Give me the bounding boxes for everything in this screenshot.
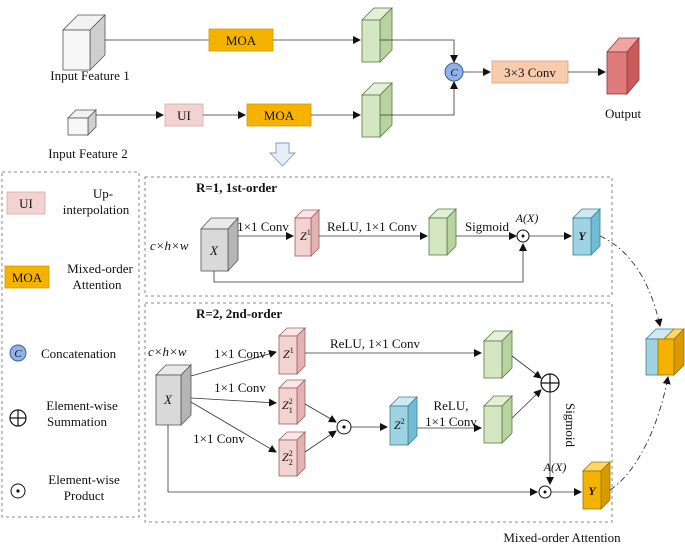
r2-arrow-z21-product (304, 403, 337, 423)
r2-conv-a: 1×1 Conv (214, 346, 266, 361)
arrow-feat2-concat (380, 81, 458, 116)
r1-z-label: Z1 (300, 228, 311, 243)
r2-relu-a: ReLU, (433, 398, 468, 413)
r2-arrow-bottom-sum (511, 389, 542, 419)
input-feature-2-label: Input Feature 2 (48, 146, 127, 161)
r2-z21-cube (278, 379, 306, 425)
r1-y-label: Y (578, 229, 587, 243)
r2-arrow-x-z1 (190, 350, 277, 377)
r2-dims: c×h×w (148, 344, 187, 359)
input-feature-1-cube (62, 14, 106, 71)
r2-product-symbol-2 (538, 485, 552, 499)
legend-sum-text-1: Element-wise (46, 398, 118, 413)
output-label: Output (605, 106, 642, 121)
legend-moa-box (4, 265, 50, 289)
r2-arrow-x-z22 (190, 401, 277, 453)
r1-to-output-dashed-arrow (599, 235, 663, 327)
r1-dims: c×h×w (150, 238, 189, 253)
r2-arrow-z22-product (304, 430, 337, 453)
r2-z1-label: Z1 (283, 346, 294, 361)
expand-down-arrow (268, 142, 297, 167)
r2-arrow-x-z21 (190, 397, 277, 407)
r2-zc-cube (389, 396, 418, 446)
legend-ui-text-1: Up- (93, 186, 113, 201)
r2-to-output-dashed-arrow (609, 376, 671, 491)
r2-x-label: X (163, 392, 173, 407)
legend-moa-text-1: Mixed-order (67, 261, 133, 276)
r2-arrow-top-sum (511, 355, 542, 379)
r1-panel (144, 176, 613, 297)
legend-moa-text-2: Attention (72, 277, 122, 292)
r2-conv-b: 1×1 Conv (214, 380, 266, 395)
moa-label-2: MOA (264, 108, 295, 123)
r2-sigmoid-label: Sigmoid (563, 403, 578, 448)
r2-sum-symbol (540, 373, 560, 393)
legend-ui-box (6, 191, 46, 215)
r2-a-label: A(X) (543, 460, 567, 474)
r1-title: R=1, 1st-order (196, 180, 277, 195)
legend-product-icon (10, 483, 26, 499)
legend-concat-text: Concatenation (41, 346, 117, 361)
r2-z1-cube (278, 327, 306, 375)
r1-y-cube (572, 208, 601, 256)
r1-skip-arrow (213, 243, 527, 283)
r2-panel (144, 302, 613, 523)
r2-skip-arrow (167, 425, 538, 496)
r2-feature-cube-top (483, 330, 513, 379)
r1-a-label: A(X) (515, 211, 539, 225)
r1-sigmoid-label: Sigmoid (465, 219, 510, 234)
r1-feature-cube (428, 208, 457, 256)
r2-title: R=2, 2nd-order (196, 306, 282, 321)
r2-y-cube (582, 461, 611, 510)
moa-output-cube-2 (361, 82, 393, 138)
moa-label-1: MOA (226, 33, 257, 48)
r2-z22-label: Z22 (282, 449, 293, 467)
legend-product-text-2: Product (64, 488, 105, 503)
legend-ui-text-2: interpolation (63, 202, 130, 217)
moa-output-cube-1 (361, 7, 393, 63)
combined-output-cube (645, 328, 685, 376)
r1-conv-label: 1×1 Conv (237, 219, 289, 234)
r1-product-symbol (516, 229, 530, 243)
svg-text:C: C (14, 348, 22, 360)
r1-x-cube (200, 216, 239, 273)
r1-x-label: X (209, 243, 219, 258)
ui-label: UI (177, 108, 191, 123)
r1-relu-label: ReLU, 1×1 Conv (327, 219, 418, 234)
conv3-label: 3×3 Conv (504, 65, 556, 80)
r1-z-cube (294, 209, 320, 257)
legend-sum-text-2: Summation (47, 414, 107, 429)
input-feature-1-label: Input Feature 1 (50, 68, 129, 83)
r2-z21-label: Z12 (282, 397, 293, 415)
r2-product-symbol-1 (336, 419, 352, 435)
svg-text:C: C (450, 67, 458, 79)
input-feature-2-cube (67, 109, 97, 136)
legend-panel (1, 171, 140, 518)
r2-conv-c: 1×1 Conv (193, 431, 245, 446)
legend-sum-icon (9, 409, 27, 427)
arrow-feat1-concat (380, 39, 458, 63)
legend-ui-label: UI (19, 196, 33, 211)
r2-relu-top: ReLU, 1×1 Conv (330, 336, 421, 351)
legend-concat-symbol: C (9, 344, 27, 362)
legend-product-text-1: Element-wise (48, 472, 120, 487)
legend-moa-label: MOA (12, 270, 43, 285)
r2-z22-cube (278, 431, 306, 477)
r2-x-cube (155, 364, 192, 426)
concat-symbol: C (444, 62, 464, 82)
r2-relu-b: 1×1 Conv (425, 414, 477, 429)
output-cube (606, 36, 640, 96)
r2-y-label: Y (588, 484, 597, 498)
r2-zc-label: Z2 (394, 417, 405, 432)
r2-feature-cube-bottom (483, 395, 513, 444)
diagram-caption: Mixed-order Attention (503, 530, 621, 545)
